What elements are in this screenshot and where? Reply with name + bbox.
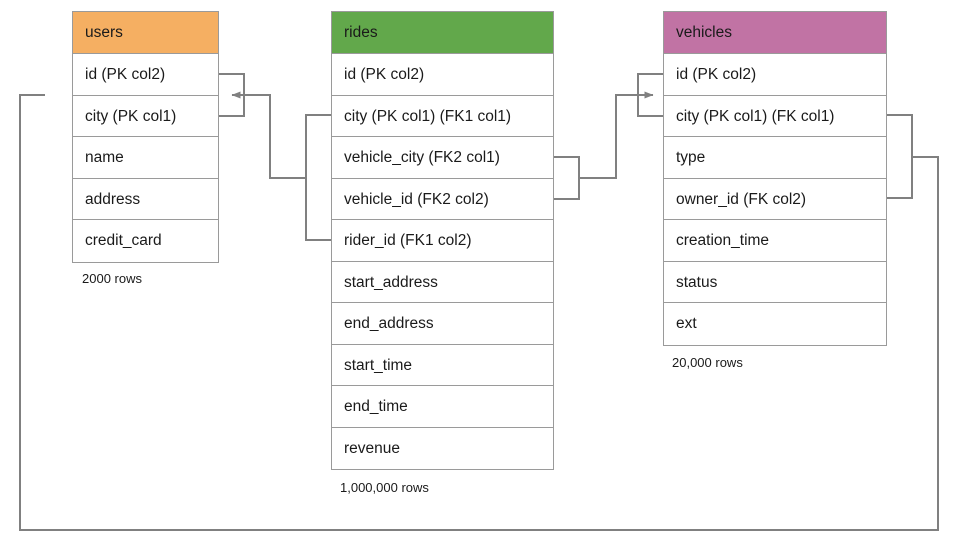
table-rides-header: rides — [332, 12, 553, 54]
table-vehicles-column-city[interactable]: city (PK col1) (FK col1) — [664, 95, 886, 137]
edge-fk1-rides-to-users — [219, 73, 331, 241]
table-vehicles-column-status[interactable]: status — [664, 261, 886, 303]
table-rides-column-vehicle-id[interactable]: vehicle_id (FK2 col2) — [332, 178, 553, 220]
table-users-header: users — [73, 12, 218, 54]
table-vehicles-column-creation-time[interactable]: creation_time — [664, 220, 886, 262]
table-users-row-count: 2000 rows — [82, 271, 142, 286]
table-rides-column-revenue[interactable]: revenue — [332, 427, 553, 469]
table-rides[interactable]: rides id (PK col2) city (PK col1) (FK1 c… — [331, 11, 554, 470]
table-vehicles-column-owner-id[interactable]: owner_id (FK col2) — [664, 178, 886, 220]
table-users-column-name[interactable]: name — [73, 137, 218, 179]
table-vehicles-column-ext[interactable]: ext — [664, 303, 886, 345]
table-vehicles[interactable]: vehicles id (PK col2) city (PK col1) (FK… — [663, 11, 887, 346]
table-vehicles-header: vehicles — [664, 12, 886, 54]
table-rides-column-end-address[interactable]: end_address — [332, 303, 553, 345]
table-rides-row-count: 1,000,000 rows — [340, 480, 429, 495]
table-rides-column-start-address[interactable]: start_address — [332, 261, 553, 303]
table-users[interactable]: users id (PK col2) city (PK col1) name a… — [72, 11, 219, 263]
table-vehicles-column-type[interactable]: type — [664, 137, 886, 179]
edge-fk2-rides-to-vehicles — [554, 73, 663, 200]
table-rides-column-rider-id[interactable]: rider_id (FK1 col2) — [332, 220, 553, 262]
table-vehicles-column-id[interactable]: id (PK col2) — [664, 54, 886, 96]
table-users-column-credit-card[interactable]: credit_card — [73, 220, 218, 262]
table-rides-column-end-time[interactable]: end_time — [332, 386, 553, 428]
table-users-column-id[interactable]: id (PK col2) — [73, 54, 218, 96]
table-users-column-address[interactable]: address — [73, 178, 218, 220]
table-rides-column-start-time[interactable]: start_time — [332, 344, 553, 386]
table-vehicles-row-count: 20,000 rows — [672, 355, 743, 370]
table-rides-column-id[interactable]: id (PK col2) — [332, 54, 553, 96]
table-rides-column-city[interactable]: city (PK col1) (FK1 col1) — [332, 95, 553, 137]
table-users-column-city[interactable]: city (PK col1) — [73, 95, 218, 137]
table-rides-column-vehicle-city[interactable]: vehicle_city (FK2 col1) — [332, 137, 553, 179]
